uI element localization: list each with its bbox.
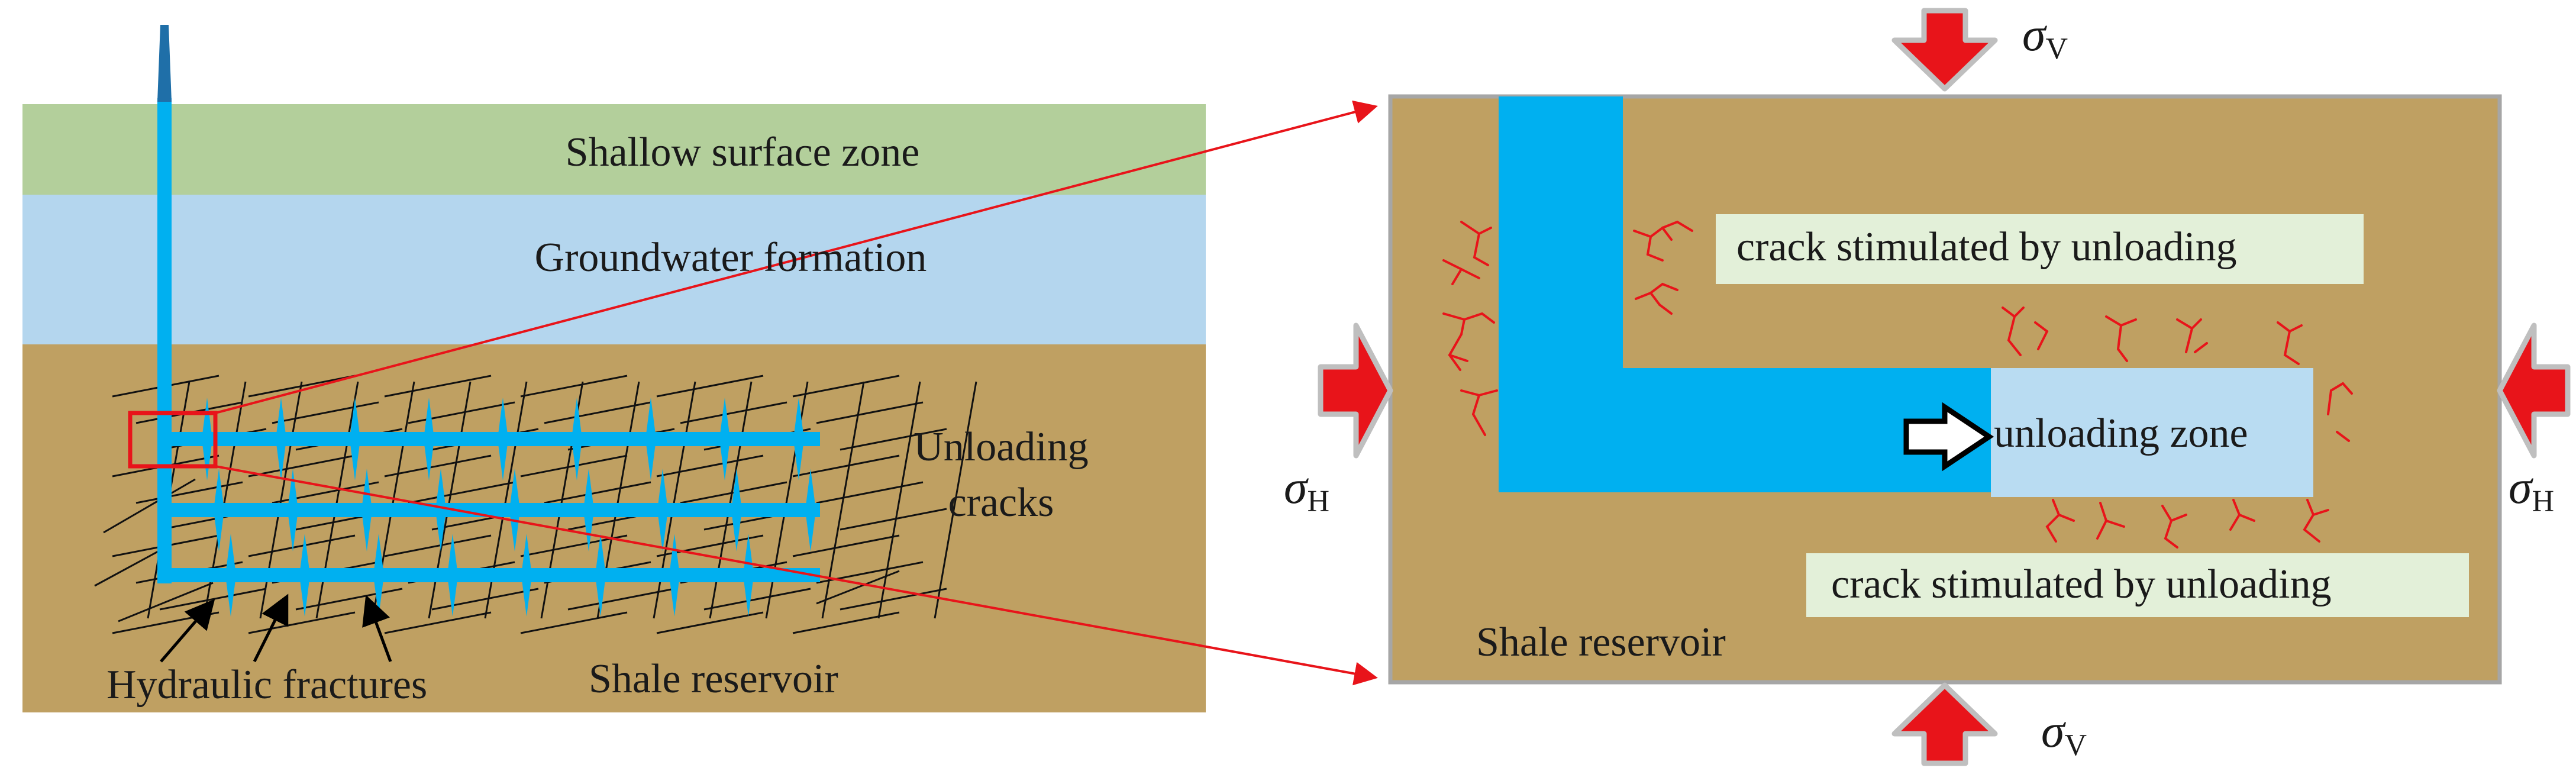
unloading-cracks-label-1: Unloading bbox=[913, 424, 1089, 470]
fracture-line bbox=[816, 401, 924, 424]
fracture-line bbox=[656, 454, 764, 478]
crack-label-box-top bbox=[1716, 214, 2364, 284]
fracture-line bbox=[840, 428, 947, 451]
unloading-cracks-label-2: cracks bbox=[948, 480, 1054, 525]
fracture-line bbox=[792, 534, 900, 557]
left-panel: Shallow surface zone Groundwater formati… bbox=[22, 25, 1378, 712]
fracture-line bbox=[295, 588, 403, 611]
shallow-surface-label: Shallow surface zone bbox=[566, 130, 920, 175]
fracture-line bbox=[272, 401, 379, 424]
groundwater-label: Groundwater formation bbox=[535, 235, 927, 280]
fracture-line bbox=[384, 611, 492, 634]
fracture-line bbox=[816, 570, 900, 605]
crack-label-top: crack stimulated by unloading bbox=[1736, 224, 2237, 270]
zoom-line-top bbox=[215, 100, 1378, 414]
right-panel: crack stimulated by unloading crack stim… bbox=[1284, 8, 2571, 766]
fracture-line bbox=[248, 611, 356, 634]
fracture-line bbox=[520, 611, 628, 634]
hydraulic-arrow-2 bbox=[253, 593, 289, 663]
zoom-line-bottom bbox=[215, 465, 1378, 686]
stress-arrow-bottom bbox=[1891, 682, 1998, 766]
sigma-v-bottom: σV bbox=[2041, 705, 2087, 762]
fracture-line bbox=[703, 588, 811, 611]
fracture-line bbox=[520, 454, 628, 478]
stimulated-cracks bbox=[1442, 220, 2353, 549]
fracture-line bbox=[840, 588, 947, 611]
fracture-line bbox=[680, 401, 787, 424]
stress-arrow-left bbox=[1318, 322, 1393, 459]
shallow-surface-layer bbox=[22, 104, 1206, 195]
fracture-line bbox=[94, 546, 166, 587]
fracture-line bbox=[384, 375, 492, 398]
fracture-line bbox=[135, 481, 243, 504]
unloading-zone bbox=[1991, 368, 2313, 497]
sigma-v-top: σV bbox=[2022, 9, 2068, 66]
flow-arrow-icon bbox=[1903, 402, 1994, 472]
zoom-source-box bbox=[128, 411, 218, 469]
crack-label-bottom: crack stimulated by unloading bbox=[1831, 562, 2332, 607]
fracture-line bbox=[816, 481, 924, 504]
stress-arrow-right bbox=[2497, 322, 2571, 459]
sigma-h-right: σH bbox=[2509, 462, 2554, 518]
fracture-line bbox=[877, 381, 921, 619]
shale-reservoir-label-right: Shale reservoir bbox=[1476, 620, 1726, 665]
fracture-line bbox=[520, 375, 628, 398]
fracture-line bbox=[408, 401, 515, 424]
crack-label-box-bottom bbox=[1806, 553, 2469, 617]
fracture-line bbox=[431, 588, 539, 611]
derrick-icon bbox=[157, 25, 172, 102]
wellbore bbox=[157, 98, 820, 583]
fracture-line bbox=[656, 611, 764, 634]
fracture-line bbox=[656, 375, 764, 398]
right-wellbore bbox=[1499, 96, 1991, 492]
fracture-line bbox=[103, 478, 196, 534]
hydraulic-arrow-1 bbox=[160, 599, 215, 663]
fracture-line bbox=[384, 534, 492, 557]
fracture-line bbox=[934, 381, 977, 619]
shale-reservoir-label-left: Shale reservoir bbox=[589, 656, 838, 702]
fracture-line bbox=[248, 534, 356, 557]
stress-arrow-top bbox=[1891, 8, 1998, 92]
fracture-line bbox=[792, 611, 900, 634]
fracture-line bbox=[544, 401, 651, 424]
fracture-line bbox=[118, 582, 214, 622]
fracture-line bbox=[567, 588, 675, 611]
groundwater-layer bbox=[22, 195, 1206, 344]
unloading-zone-label: unloading zone bbox=[1994, 411, 2248, 456]
fracture-line bbox=[792, 375, 900, 398]
fracture-line bbox=[384, 454, 492, 478]
fracture-line bbox=[248, 454, 356, 478]
hydraulic-fractures-label: Hydraulic fractures bbox=[106, 662, 427, 708]
fracture-line bbox=[408, 481, 515, 504]
hydraulic-arrow-3 bbox=[362, 595, 392, 662]
sigma-h-left: σH bbox=[1284, 462, 1329, 518]
fracture-line bbox=[840, 508, 947, 531]
